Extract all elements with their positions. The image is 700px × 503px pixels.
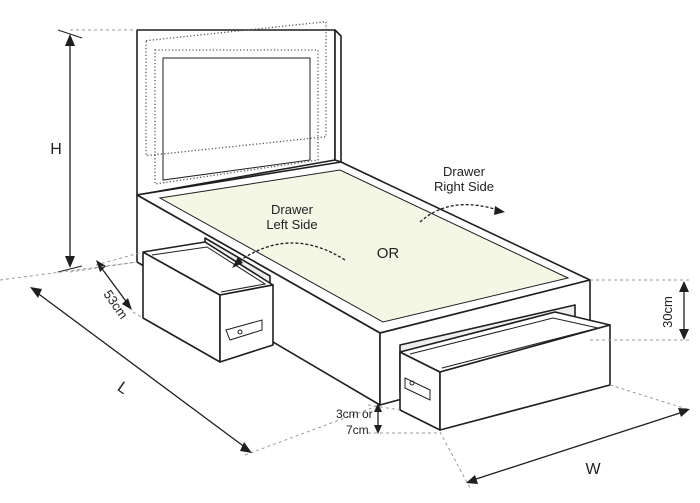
mattress-panel xyxy=(158,169,570,323)
width-label: W xyxy=(585,461,601,478)
drawer-left-label-line2: Left Side xyxy=(266,217,317,232)
length-label: L xyxy=(114,379,131,398)
base-height-dimension xyxy=(590,279,692,341)
or-label: OR xyxy=(377,245,400,262)
headboard xyxy=(136,21,342,196)
headboard-inner-panel xyxy=(162,57,311,181)
height-dimension xyxy=(57,29,138,273)
length-dimension xyxy=(0,261,381,456)
leg-gap-dimension xyxy=(367,403,440,434)
leg-gap-label-line1: 3cm or xyxy=(336,407,373,421)
drawer-swoosh-arrows xyxy=(232,204,505,268)
drawer-depth-dimension xyxy=(95,251,144,319)
drawer-right-label-line1: Drawer xyxy=(443,164,486,179)
width-dimension xyxy=(439,384,691,489)
drawer-left-label-line1: Drawer xyxy=(271,202,314,217)
headboard-stud-trim-outer xyxy=(145,21,327,157)
leg-gap-label-line2: 7cm xyxy=(346,423,369,437)
right-drawer xyxy=(399,311,611,431)
base-height-label: 30cm xyxy=(660,296,675,328)
left-drawer xyxy=(142,241,274,363)
drawer-right-label-line2: Right Side xyxy=(434,179,494,194)
headboard-stud-trim-inner xyxy=(154,49,319,185)
height-label: H xyxy=(50,141,62,158)
